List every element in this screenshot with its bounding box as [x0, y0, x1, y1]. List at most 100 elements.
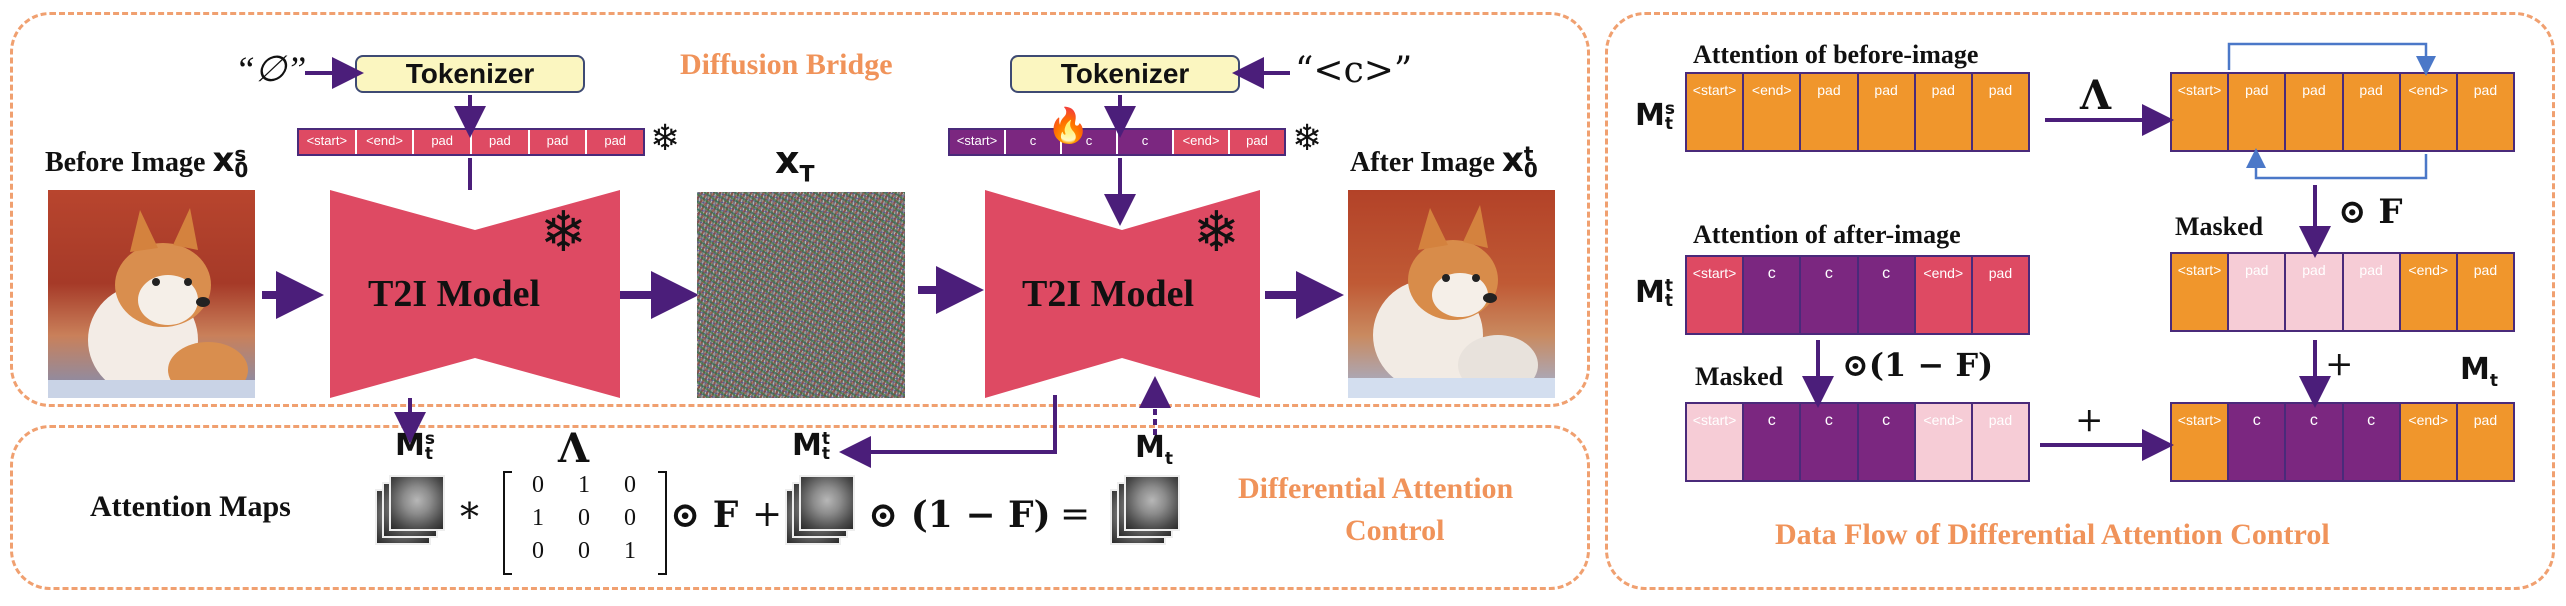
- token-cell: <end>: [1744, 74, 1802, 150]
- token-cell: <start>: [299, 130, 357, 154]
- dac-label-line1: Differential Attention: [1238, 472, 1514, 505]
- token-cell: pad: [2229, 74, 2287, 150]
- attention-map-result: [1110, 475, 1182, 547]
- xt0-base: x: [1501, 140, 1524, 180]
- matrix-entry: 1: [578, 472, 590, 498]
- token-cell: pad: [472, 130, 530, 154]
- after-image: [1348, 190, 1555, 398]
- mt-left-sub: t: [1164, 449, 1173, 469]
- token-cell: c: [1801, 257, 1859, 333]
- token-cell: <end>: [2400, 404, 2458, 480]
- snowflake-icon-strip-source: ❄: [650, 118, 681, 159]
- xt0-sub: 0: [1523, 157, 1538, 182]
- differential-attention-frame: [10, 425, 1590, 590]
- attention-maps-label: Attention Maps: [90, 490, 291, 523]
- token-cell: <end>: [2400, 74, 2458, 150]
- mst-right-sup: s: [1664, 98, 1675, 119]
- token-cell: pad: [529, 130, 588, 154]
- lambda-left: Λ: [558, 425, 590, 472]
- token-cell: pad: [2457, 404, 2514, 480]
- xs0-sup: s: [234, 141, 247, 166]
- mst-right-sub: t: [1664, 113, 1673, 134]
- token-cell: pad: [1915, 74, 1973, 150]
- diffusion-bridge-frame: [10, 12, 1590, 407]
- mst-right-base: M: [1635, 98, 1665, 133]
- token-cell: pad: [1858, 74, 1916, 150]
- token-cell: <end>: [1915, 257, 1973, 333]
- source-prompt: “∅”: [235, 49, 307, 89]
- token-cell: c: [1858, 257, 1916, 333]
- mst-left-sup: s: [424, 428, 435, 449]
- data-flow-title: Data Flow of Differential Attention Cont…: [1775, 518, 2330, 551]
- token-cell: c: [1006, 130, 1062, 154]
- token-cell: <start>: [1687, 404, 1745, 480]
- mtt-left-base: M: [792, 428, 822, 463]
- token-cell: <end>: [1915, 404, 1973, 480]
- token-cell: <start>: [950, 130, 1006, 154]
- attn-after-label: Attention of after-image: [1693, 220, 1961, 249]
- token-cell: pad: [1972, 74, 2029, 150]
- mst-left-base: M: [395, 428, 425, 463]
- token-cell: c: [1801, 404, 1859, 480]
- matrix-entry: 0: [624, 505, 636, 531]
- t2i-model-target-label: T2I Model: [1022, 273, 1195, 315]
- corgi-dog-icon: [48, 208, 255, 398]
- token-cell: pad: [1972, 404, 2029, 480]
- t2i-model-source: [330, 190, 620, 398]
- token-cell: c: [1744, 404, 1802, 480]
- lambda-right: Λ: [2080, 72, 2112, 119]
- corgi-dog-edited-icon: [1348, 205, 1555, 398]
- noise-image: [697, 192, 905, 398]
- token-cell: pad: [1972, 257, 2029, 333]
- eq-odot-one-minus-f: ⊙ (1 − F): [868, 494, 1051, 536]
- tokenizer-source: Tokenizer: [355, 55, 585, 93]
- mt-right-sub: t: [2489, 371, 2498, 391]
- xt0-sup: t: [1523, 141, 1534, 166]
- attention-map-source: [375, 475, 447, 547]
- token-cell: c: [2286, 404, 2344, 480]
- masked-label-1: Masked: [2175, 212, 2264, 241]
- eq-plus-left: +: [752, 494, 783, 535]
- token-cell: <start>: [1687, 74, 1745, 150]
- flame-icon: 🔥: [1047, 106, 1090, 146]
- matrix-entry: 1: [624, 538, 636, 564]
- snowflake-icon: ❄: [540, 200, 587, 265]
- target-prompt: “<c>”: [1295, 50, 1413, 91]
- xs0-base: x: [212, 140, 235, 180]
- mt-right: Mt: [2460, 352, 2498, 391]
- token-cell: pad: [2457, 74, 2514, 150]
- token-cell: pad: [2457, 254, 2514, 330]
- token-cell: pad: [2229, 254, 2287, 330]
- masked-label-2: Masked: [1695, 362, 1784, 391]
- tokenizer-target: Tokenizer: [1010, 55, 1240, 93]
- token-cell: c: [1744, 257, 1802, 333]
- eq-equals: =: [1060, 494, 1091, 535]
- before-image-text: Before Image: [45, 147, 206, 178]
- snowflake-icon-strip-target: ❄: [1292, 118, 1323, 159]
- odot-one-minus-f-right: ⊙(1 − F): [1842, 346, 1994, 384]
- xT-sub: T: [799, 162, 815, 188]
- token-cell: pad: [2343, 74, 2401, 150]
- token-cell: <end>: [356, 130, 415, 154]
- token-cell: pad: [1801, 74, 1859, 150]
- mt-right-base: M: [2460, 352, 2490, 387]
- xs0-sub: 0: [234, 157, 249, 182]
- token-cell: <end>: [1174, 130, 1230, 154]
- data-flow-frame: [1605, 12, 2555, 590]
- token-cell: <start>: [2172, 254, 2230, 330]
